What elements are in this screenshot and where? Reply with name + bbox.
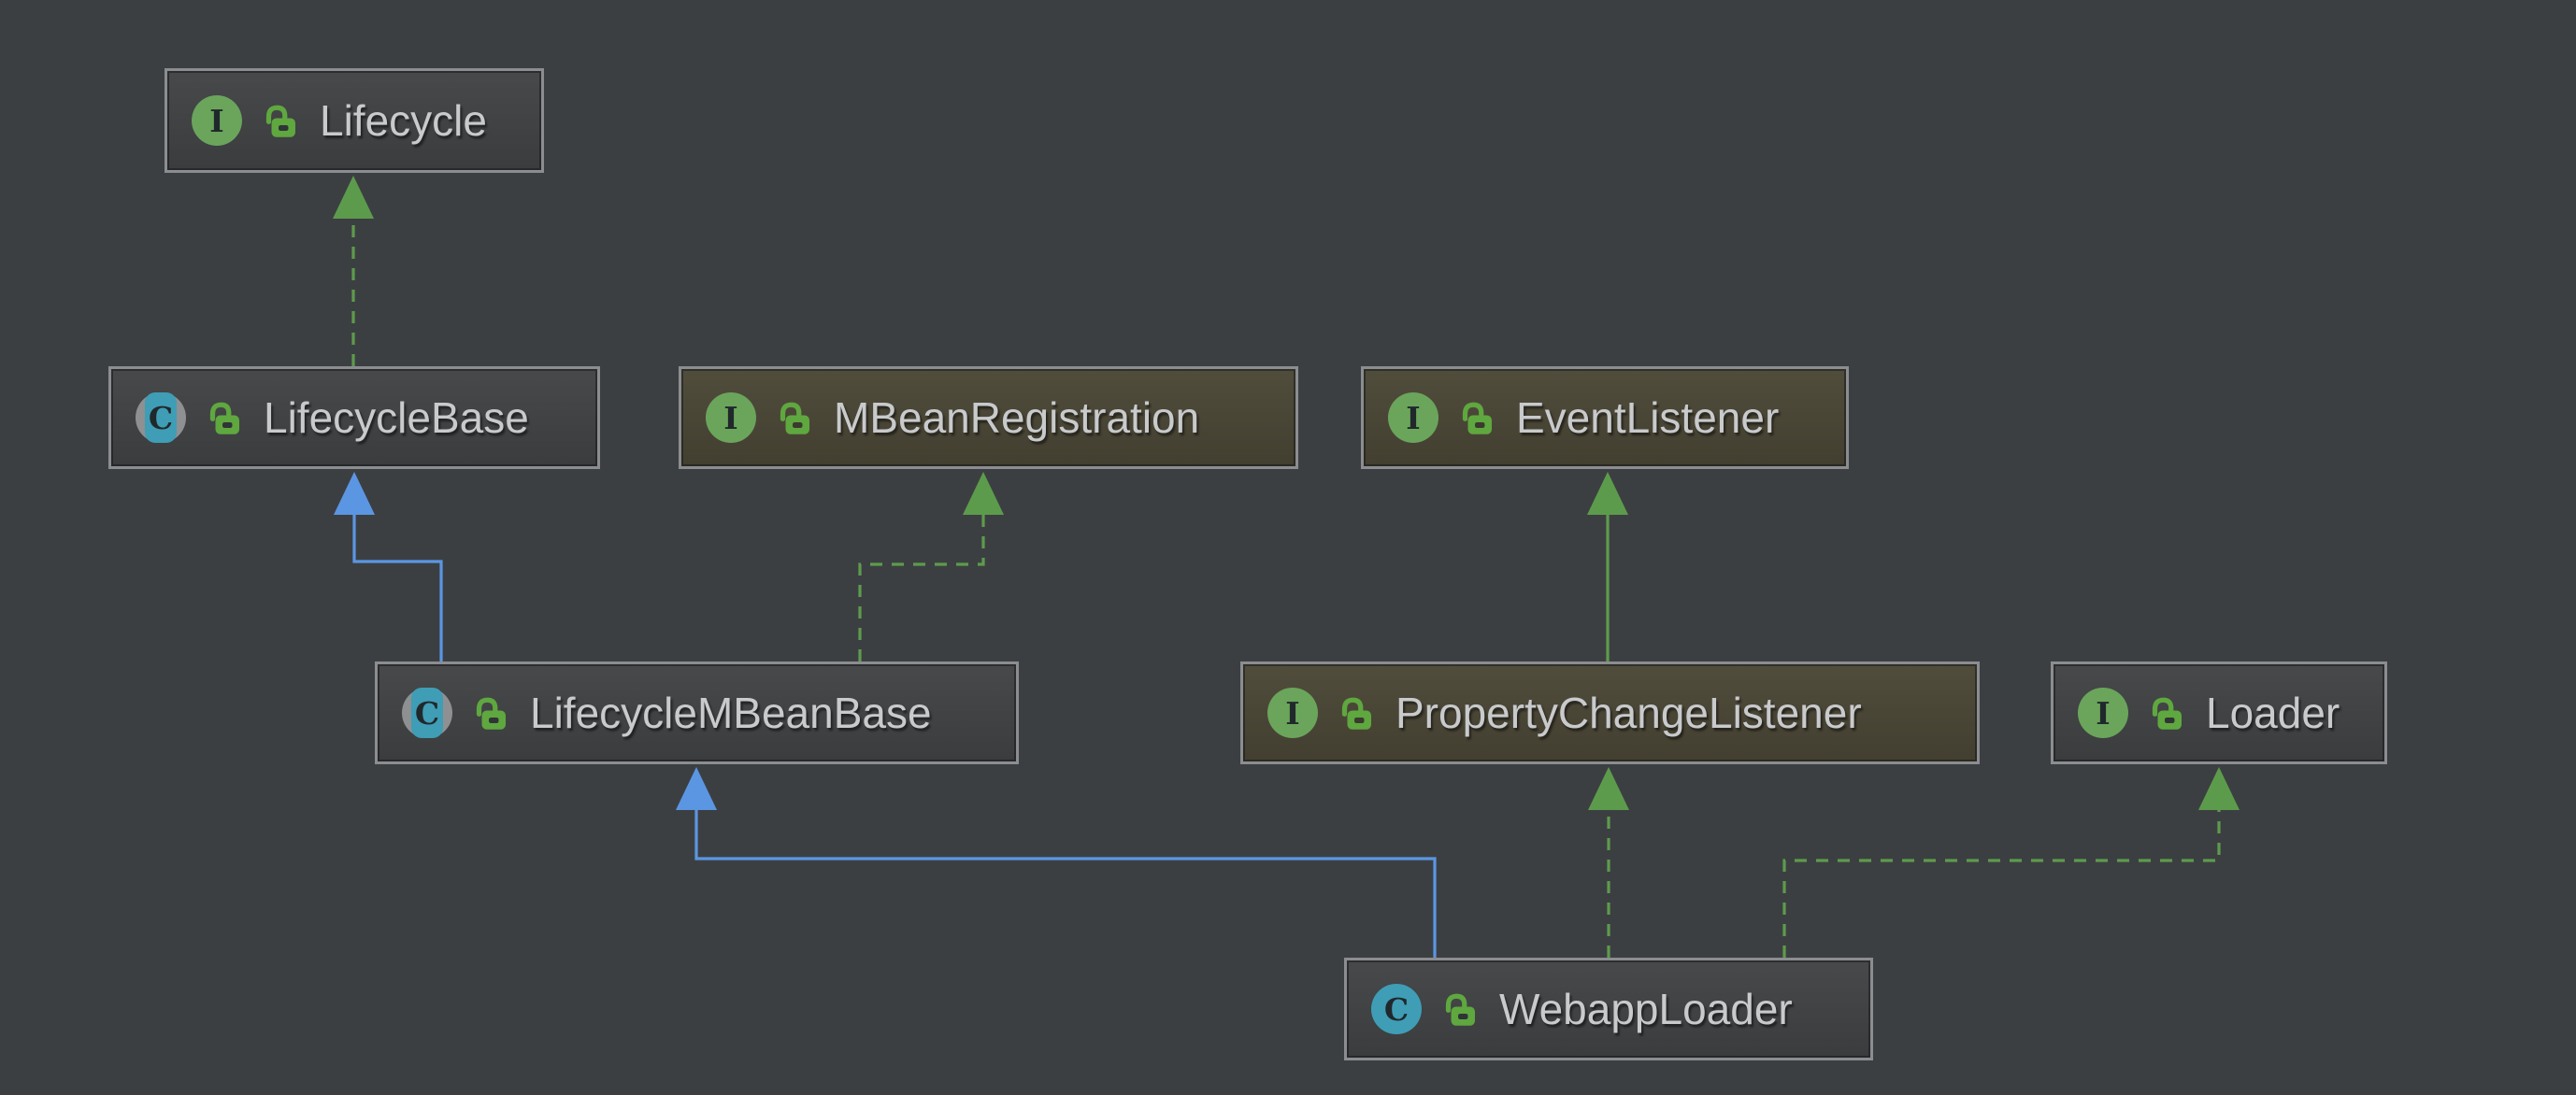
edge-webapp-loader-to-loader-implements[interactable] [1782,767,2240,958]
class-name-label: LifecycleBase [264,393,529,442]
interface-icon: I [2078,688,2128,738]
public-visibility-lock-icon [780,402,809,434]
edge-webapp-loader-to-property-change-listener-implements[interactable] [1588,767,1629,958]
class-name-label: LifecycleMBeanBase [530,689,932,737]
abstract-class-icon: C [136,392,186,443]
class-node-loader[interactable]: I Loader [2051,661,2387,764]
class-node-mbean-registration[interactable]: I MBeanRegistration [679,366,1298,469]
class-node-lifecycle[interactable]: I Lifecycle [165,68,544,173]
class-name-label: Loader [2206,689,2340,737]
class-name-label: EventListener [1516,393,1780,442]
public-visibility-lock-icon [1341,697,1371,730]
abstract-class-icon: C [402,688,452,738]
class-node-webapp-loader[interactable]: C WebappLoader [1344,958,1873,1060]
interface-icon: I [706,392,756,443]
class-name-label: MBeanRegistration [834,393,1200,442]
public-visibility-lock-icon [476,697,506,730]
edge-lifecycle-base-to-lifecycle-implements[interactable] [333,176,374,366]
class-icon: C [1371,984,1422,1034]
interface-icon: I [1267,688,1318,738]
class-name-label: PropertyChangeListener [1395,689,1862,737]
public-visibility-lock-icon [1462,402,1492,434]
edge-lifecycle-mbean-base-to-lifecycle-base-extends[interactable] [334,472,443,661]
class-node-event-listener[interactable]: I EventListener [1361,366,1849,469]
interface-icon: I [1388,392,1438,443]
interface-icon: I [192,95,242,146]
edge-webapp-loader-to-lifecycle-mbean-base-extends[interactable] [676,767,1437,958]
class-node-lifecycle-mbean-base[interactable]: C LifecycleMBeanBase [375,661,1019,764]
public-visibility-lock-icon [2152,697,2182,730]
class-name-label: Lifecycle [320,96,487,145]
public-visibility-lock-icon [265,105,295,137]
public-visibility-lock-icon [209,402,239,434]
class-name-label: WebappLoader [1499,985,1793,1033]
public-visibility-lock-icon [1445,993,1475,1026]
class-node-property-change-listener[interactable]: I PropertyChangeListener [1240,661,1980,764]
class-node-lifecycle-base[interactable]: C LifecycleBase [108,366,600,469]
edge-lifecycle-mbean-base-to-mbean-registration-implements[interactable] [858,472,1004,661]
edge-property-change-listener-to-event-listener-extends[interactable] [1587,472,1628,661]
